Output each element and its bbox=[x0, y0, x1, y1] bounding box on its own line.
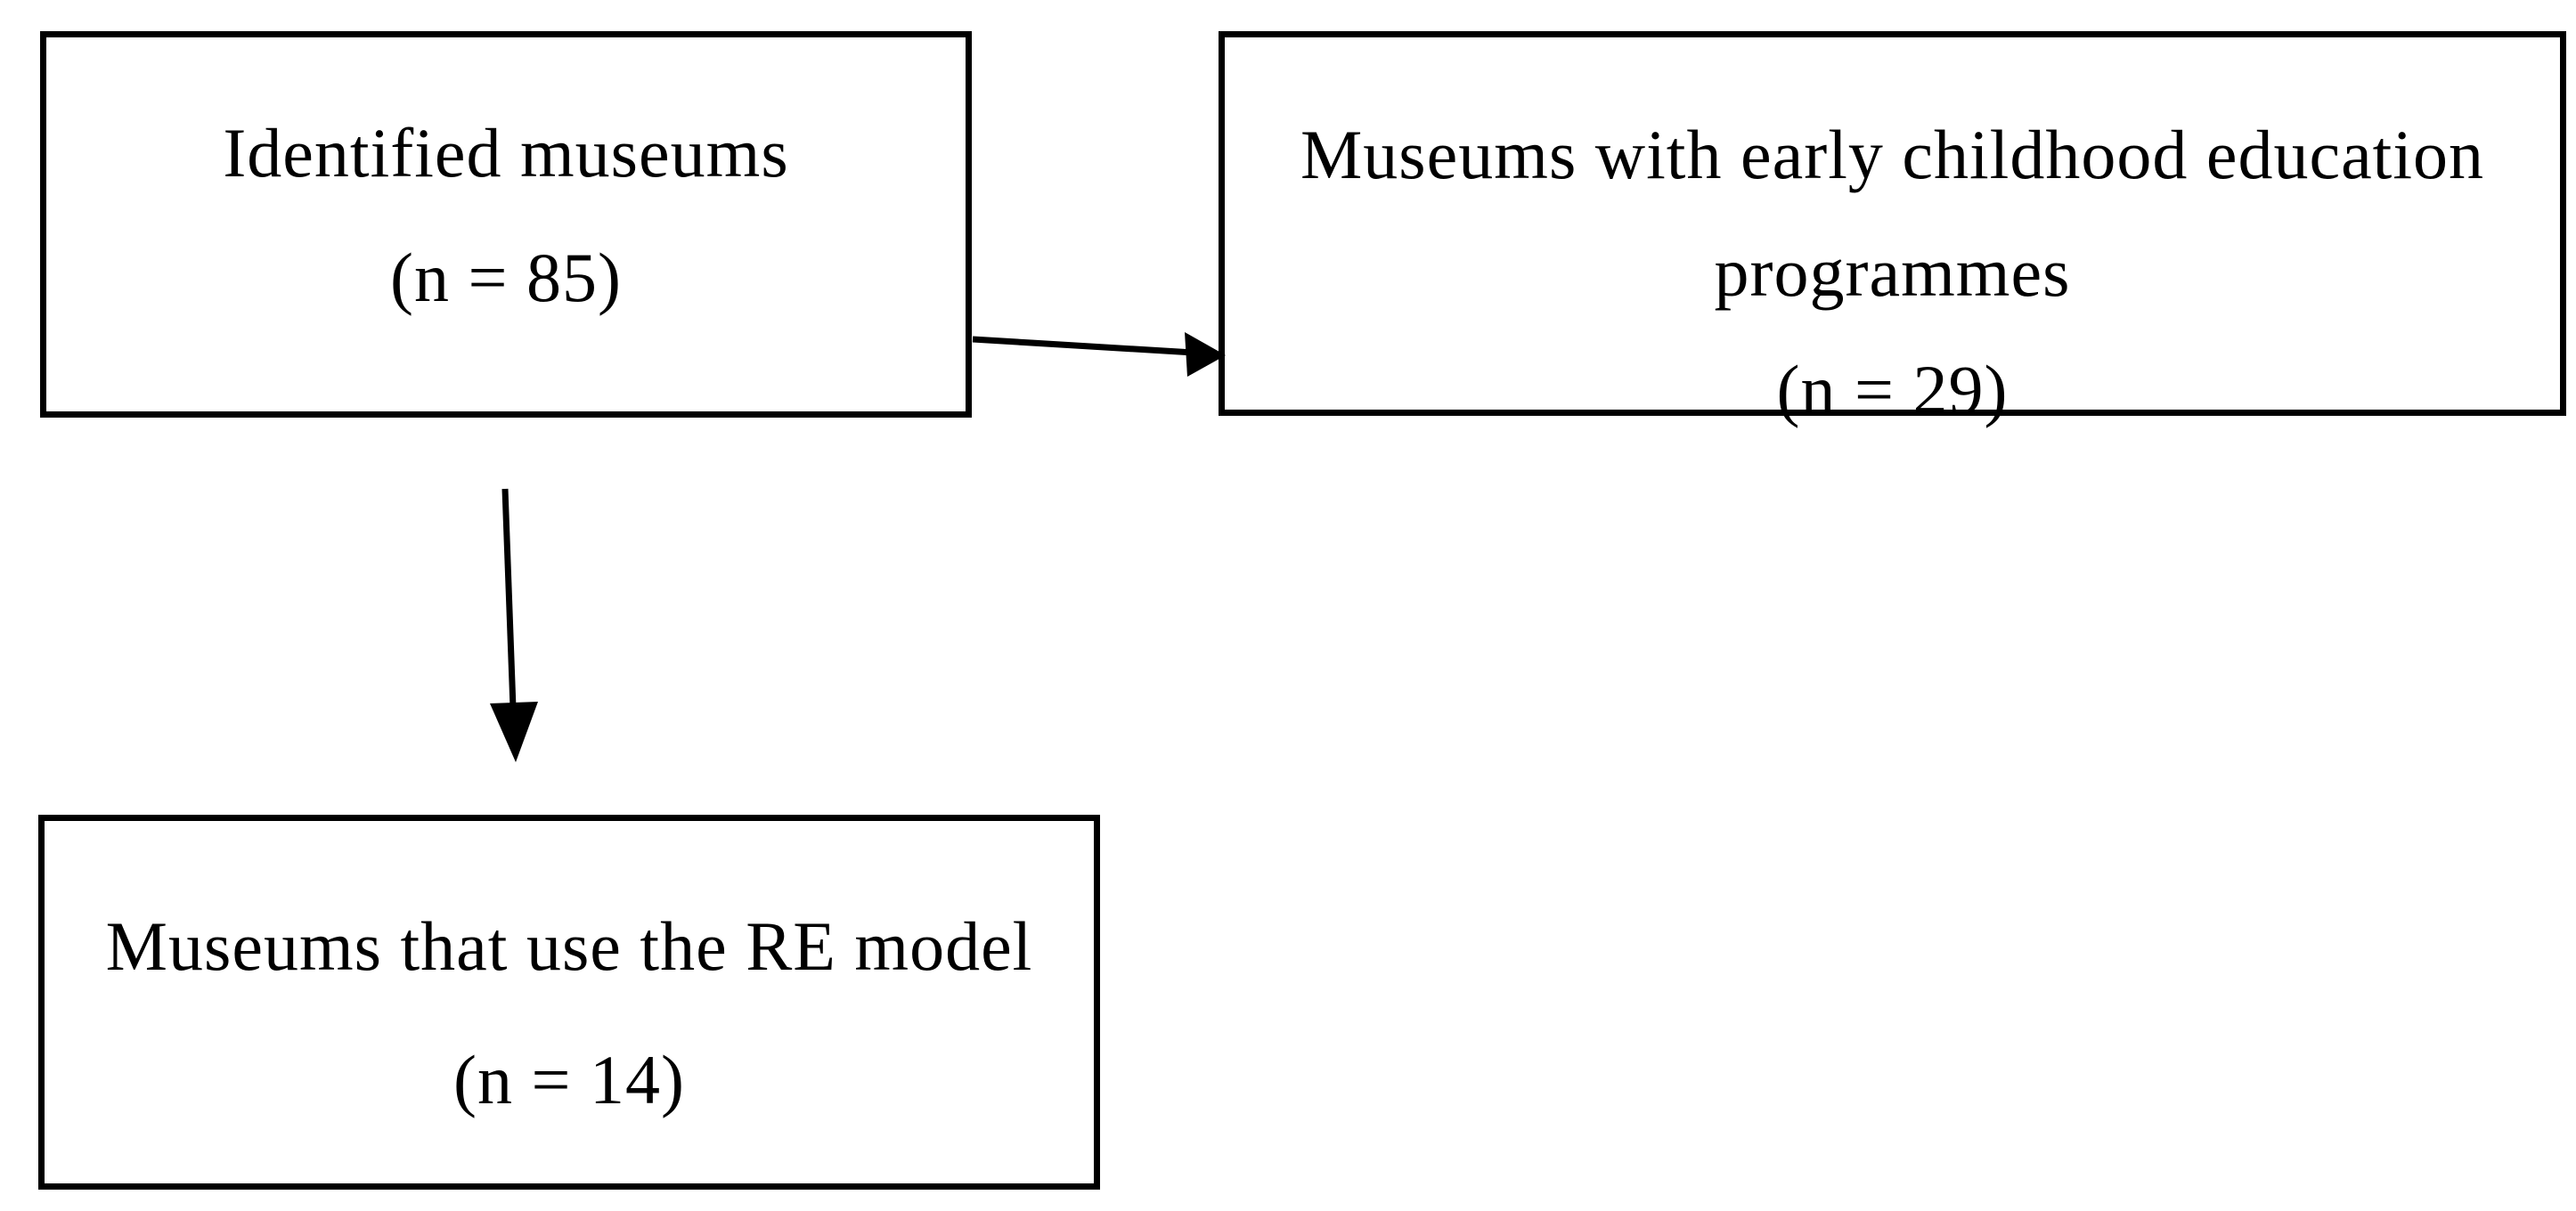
box-museums-re-model: Museums that use the RE model (n = 14) bbox=[38, 815, 1100, 1190]
box-identified-museums-count: (n = 85) bbox=[390, 239, 622, 316]
box-museums-with-ece-programmes: Museums with early childhood education p… bbox=[1219, 31, 2566, 428]
box-re-model-title: Museums that use the RE model bbox=[105, 907, 1033, 985]
box-re-model-count: (n = 14) bbox=[453, 1041, 685, 1118]
box-identified-museums: Identified museums (n = 85) bbox=[40, 31, 972, 418]
arrow-identified-to-re-model-icon bbox=[490, 488, 538, 762]
box-ece-title-line-2: programmes bbox=[1714, 233, 2071, 311]
arrow-identified-to-ece-icon bbox=[972, 332, 1226, 377]
box-ece-title-line-1: Museums with early childhood education bbox=[1300, 116, 2485, 193]
box-identified-museums-title: Identified museums bbox=[223, 114, 789, 191]
box-ece-count: (n = 29) bbox=[1776, 351, 2009, 428]
